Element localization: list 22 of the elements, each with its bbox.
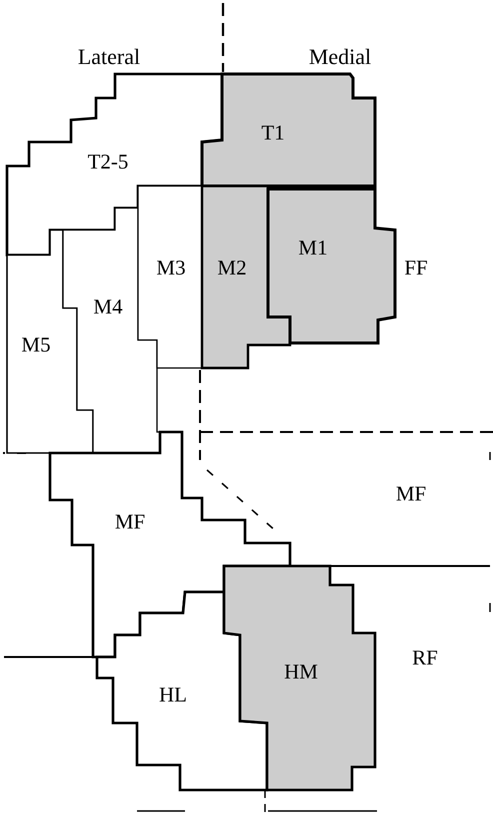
region-label: HM xyxy=(284,662,318,682)
region-label: M3 xyxy=(156,258,186,278)
foot-region xyxy=(200,72,377,188)
region-label: M5 xyxy=(21,334,51,356)
zone-label: RF xyxy=(412,648,438,668)
foot-region xyxy=(48,430,292,659)
foot-region xyxy=(222,564,377,792)
foot-region xyxy=(266,187,397,345)
side-label: Medial xyxy=(308,46,372,68)
side-label: Lateral xyxy=(78,46,140,68)
region-label: T1 xyxy=(261,122,285,144)
region-label: MF xyxy=(114,512,146,532)
zone-label: MF xyxy=(396,484,426,504)
foot-region xyxy=(200,184,292,370)
foot-region xyxy=(137,185,203,369)
region-label: HL xyxy=(159,684,187,706)
region-label: M1 xyxy=(298,238,328,258)
foot-region xyxy=(6,229,94,454)
region-label: T2-5 xyxy=(88,152,128,172)
zone-label: FF xyxy=(404,258,428,278)
region-label: M2 xyxy=(217,258,247,278)
region-label: M4 xyxy=(93,296,123,318)
